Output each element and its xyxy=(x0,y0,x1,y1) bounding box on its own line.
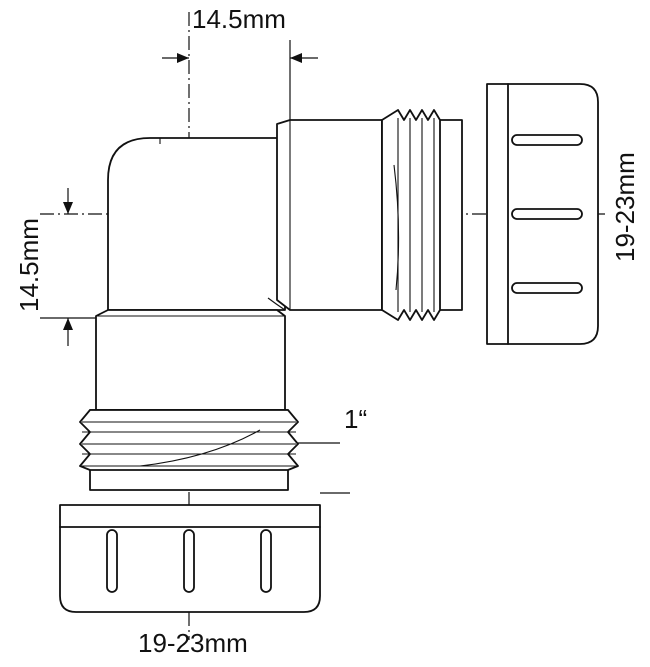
label-offset-vertical: 14.5mm xyxy=(14,218,44,312)
bottom-outlet-tube xyxy=(95,309,286,411)
dimension-offset-horizontal xyxy=(162,40,318,120)
label-thread-size: 1“ xyxy=(344,404,367,434)
bottom-thread xyxy=(79,409,299,491)
dimension-offset-vertical xyxy=(40,188,96,346)
bottom-compression-nut xyxy=(59,504,321,613)
side-thread xyxy=(381,109,463,321)
elbow-body xyxy=(107,137,286,311)
side-outlet-tube xyxy=(276,119,383,311)
side-compression-nut xyxy=(486,83,599,345)
label-pipe-range-bottom: 19-23mm xyxy=(138,628,248,658)
label-offset-horizontal: 14.5mm xyxy=(192,4,286,34)
label-pipe-range-side: 19-23mm xyxy=(610,152,640,262)
